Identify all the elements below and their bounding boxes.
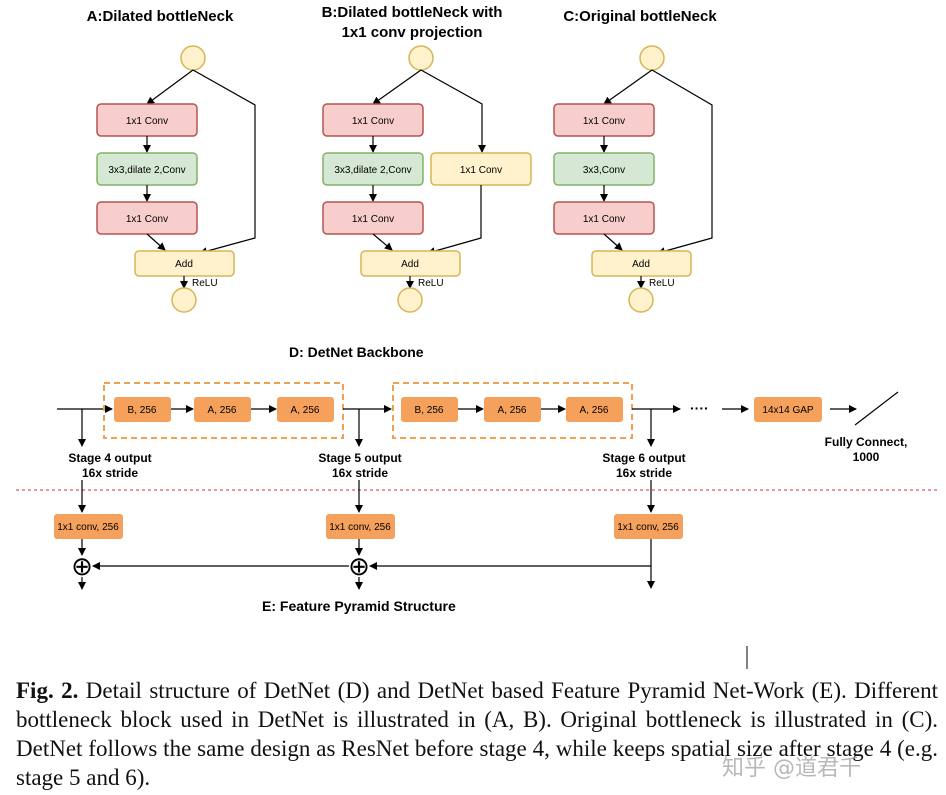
stage5-block-a2 <box>277 397 334 422</box>
panel-a: 1x1 Conv 3x3,dilate 2,Conv 1x1 Conv Add … <box>96 45 256 313</box>
panel-b-dilated-label: 3x3,dilate 2,Conv <box>334 165 411 176</box>
panel-c: 1x1 Conv 3x3,Conv 1x1 Conv Add ReLU <box>553 45 713 313</box>
backbone-title: D: DetNet Backbone <box>289 344 424 360</box>
fc-label: Fully Connect, <box>825 435 908 449</box>
detnet-figure: A:Dilated bottleNeck B:Dilated bottleNec… <box>16 4 940 669</box>
panel-c-relu-label: ReLU <box>649 278 675 289</box>
panel-c-conv1-label: 1x1 Conv <box>583 116 625 127</box>
fpn-conv-stage4 <box>54 514 123 539</box>
stage6-block-a1 <box>484 397 541 422</box>
panel-c-conv2-label: 1x1 Conv <box>583 214 625 225</box>
fpn-sum-stage4: ⊕ <box>71 551 93 581</box>
panel-c-output-node <box>628 287 654 313</box>
panel-b-title: B:Dilated bottleNeck with <box>322 4 503 21</box>
stage5-block-a1-label: A, 256 <box>208 405 237 416</box>
backbone-ellipsis: ···· <box>690 400 709 416</box>
stage6-block-b <box>401 397 458 422</box>
panel-a-conv1-label: 1x1 Conv <box>126 116 168 127</box>
panel-b-conv2-label: 1x1 Conv <box>352 214 394 225</box>
stage5-block-a1 <box>194 397 251 422</box>
caption-lead: Fig. 2. <box>16 678 79 703</box>
stage6-stride-label: 16x stride <box>616 466 672 480</box>
panel-a-add-label: Add <box>175 259 193 270</box>
gap-label: 14x14 GAP <box>762 405 813 416</box>
panel-c-add-label: Add <box>632 259 650 270</box>
stage5-block-b <box>114 397 171 422</box>
fc-line <box>854 391 899 426</box>
panel-b-subtitle: 1x1 conv projection <box>342 24 483 41</box>
fpn-sum-stage5: ⊕ <box>348 551 370 581</box>
stage5-stride-label: 16x stride <box>332 466 388 480</box>
stage5-block-a2-label: A, 256 <box>291 405 320 416</box>
stage6-output-label: Stage 6 output <box>602 451 685 465</box>
gap-block <box>754 397 822 422</box>
stage4-output-label: Stage 4 output <box>68 451 151 465</box>
fpn-title: E: Feature Pyramid Structure <box>262 598 456 614</box>
fpn-conv-stage6 <box>614 514 683 539</box>
stage6-block-a2-label: A, 256 <box>580 405 609 416</box>
panel-b-input-node <box>408 45 434 71</box>
panel-a-output-node <box>171 287 197 313</box>
stage6-block-b-label: B, 256 <box>415 405 444 416</box>
panel-b: 1x1 Conv 3x3,dilate 2,Conv 1x1 Conv 1x1 … <box>322 45 532 313</box>
stage5-dashed-group <box>103 382 344 439</box>
panel-a-conv2-label: 1x1 Conv <box>126 214 168 225</box>
panel-a-relu-label: ReLU <box>192 278 218 289</box>
panel-b-conv1-label: 1x1 Conv <box>352 116 394 127</box>
panel-a-input-node <box>180 45 206 71</box>
stage5-block-b-label: B, 256 <box>128 405 157 416</box>
fc-label-2: 1000 <box>853 450 880 464</box>
watermark: 知乎 @道君千 <box>722 756 861 781</box>
panel-b-relu-label: ReLU <box>418 278 444 289</box>
panel-b-output-node <box>397 287 423 313</box>
panel-b-add-label: Add <box>401 259 419 270</box>
feature-pyramid: 1x1 conv, 256 1x1 conv, 256 1x1 conv, 25… <box>54 480 683 614</box>
backbone: B, 256 A, 256 A, 256 B, 256 A, 256 A, 25… <box>57 382 908 480</box>
panel-b-projection-label: 1x1 Conv <box>460 165 502 176</box>
stage5-output-label: Stage 5 output <box>318 451 401 465</box>
panel-a-dilated-label: 3x3,dilate 2,Conv <box>108 165 185 176</box>
stage6-dashed-group <box>392 382 633 439</box>
fpn-conv-stage6-label: 1x1 conv, 256 <box>617 522 679 533</box>
stage6-block-a1-label: A, 256 <box>498 405 527 416</box>
figure-caption: Fig. 2. Detail structure of DetNet (D) a… <box>16 676 938 792</box>
caption-text: Detail structure of DetNet (D) and DetNe… <box>16 678 938 790</box>
panel-a-title: A:Dilated bottleNeck <box>87 8 234 25</box>
panel-c-conv3x3-label: 3x3,Conv <box>583 165 625 176</box>
stage6-block-a2 <box>566 397 623 422</box>
stage4-stride-label: 16x stride <box>82 466 138 480</box>
panel-c-title: C:Original bottleNeck <box>563 8 717 25</box>
fpn-conv-stage4-label: 1x1 conv, 256 <box>57 522 119 533</box>
fpn-conv-stage5 <box>326 514 395 539</box>
panel-c-input-node <box>639 45 665 71</box>
fpn-conv-stage5-label: 1x1 conv, 256 <box>329 522 391 533</box>
